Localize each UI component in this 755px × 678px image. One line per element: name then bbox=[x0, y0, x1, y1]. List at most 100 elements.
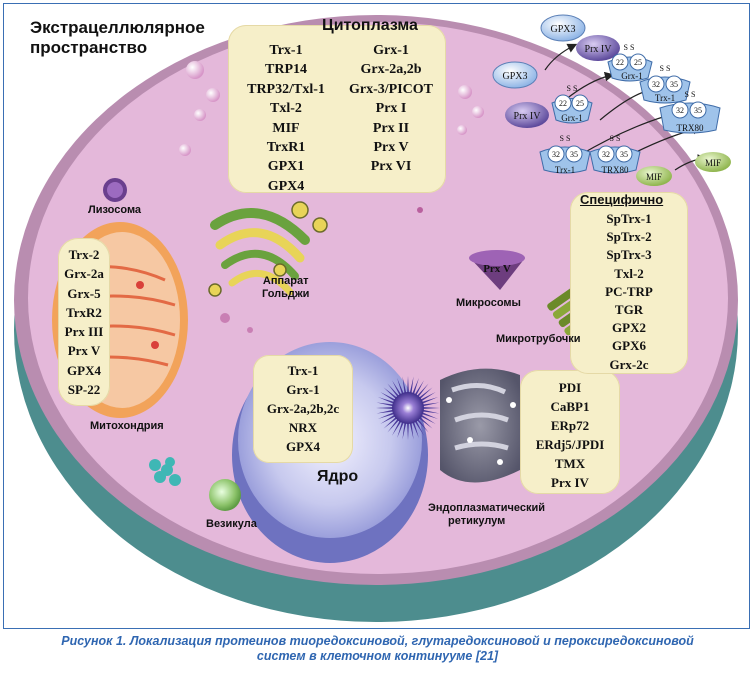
protein-item: Grx-2c bbox=[609, 356, 649, 372]
nucleolus-ray bbox=[419, 414, 436, 424]
mif-out-icon bbox=[695, 152, 731, 172]
nucleolus-ray bbox=[383, 387, 398, 400]
nucleolus-ray bbox=[411, 377, 419, 396]
nucleolus-ray bbox=[416, 418, 429, 433]
trx1-out-icon bbox=[639, 75, 691, 104]
nucleolus-ray bbox=[421, 402, 440, 407]
protein-item: Prx V bbox=[67, 343, 101, 359]
lysosome-label: Лизосома bbox=[88, 204, 142, 216]
trx80-out-label: TRX80 bbox=[677, 123, 705, 133]
er-panel bbox=[520, 370, 620, 494]
protein-item: GPX2 bbox=[612, 320, 646, 336]
nucleolus-ray bbox=[407, 421, 409, 440]
trx80-out-res-1: 32 bbox=[676, 106, 684, 115]
lysosome-organelle bbox=[103, 178, 127, 202]
golgi-organelle bbox=[208, 201, 328, 297]
trx80-in-ss: S S bbox=[610, 134, 621, 143]
golgi-line-1: Аппарат bbox=[262, 275, 309, 287]
nucleolus-ray bbox=[376, 407, 395, 409]
trx80-in-res-2: 35 bbox=[620, 150, 628, 159]
nucleolus-ray bbox=[421, 407, 440, 409]
trx80-in-icon bbox=[589, 145, 641, 174]
mitochondria-label: Митохондрия bbox=[90, 420, 164, 432]
trx1-in-label: Trx-1 bbox=[555, 165, 575, 175]
protein-item: TRP32/Txl-1 bbox=[247, 81, 325, 97]
protein-item: Trx-1 bbox=[269, 43, 303, 58]
microsome-protein-label: Prx V bbox=[483, 263, 511, 275]
grx1-in-label: Grx-1 bbox=[561, 113, 583, 123]
trx1-out-res-1: 32 bbox=[652, 80, 660, 89]
nucleolus-ray bbox=[420, 397, 439, 405]
prx4-out-icon bbox=[576, 35, 620, 61]
protein-item: Grx-2a,2b bbox=[360, 62, 422, 78]
grx1-out-label: Grx-1 bbox=[621, 71, 643, 81]
protein-item: Trx-1 bbox=[287, 363, 319, 378]
trx80-out-ss: S S bbox=[685, 90, 696, 99]
specific-panel bbox=[570, 192, 688, 374]
nucleolus-ray bbox=[418, 416, 433, 429]
nucleolus-ray bbox=[392, 419, 402, 436]
protein-item: ERp72 bbox=[550, 418, 590, 433]
secretion-group: GPX3 GPX3 Prx IV Prx IV 22 25 S S Grx-1 … bbox=[492, 14, 731, 186]
protein-item: PC-TRP bbox=[605, 283, 653, 299]
gpx3-out-icon bbox=[540, 14, 586, 42]
protein-item: ERdj5/JPDI bbox=[535, 437, 605, 452]
mitochondria-panel bbox=[58, 238, 110, 406]
protein-item: Grx-2a bbox=[64, 266, 104, 282]
trx80-out-res-2: 35 bbox=[694, 106, 702, 115]
nucleolus-ray bbox=[376, 402, 395, 407]
protein-item: Prx II bbox=[372, 120, 410, 136]
protein-item: Prx V bbox=[373, 140, 409, 156]
cytoplasm-title: Цитоплазма bbox=[322, 17, 418, 34]
nucleolus-ray bbox=[377, 411, 396, 419]
nucleolus-ray bbox=[420, 411, 439, 419]
protein-item: Prx IV bbox=[551, 475, 589, 490]
nucleolus-ray bbox=[383, 416, 398, 429]
protein-item: Grx-1 bbox=[286, 382, 320, 397]
trx80-in-label: TRX80 bbox=[602, 165, 630, 175]
specific-title: Специфично bbox=[580, 192, 664, 207]
protein-item: SP-22 bbox=[67, 382, 101, 398]
protein-item: SpTrx-2 bbox=[606, 229, 652, 245]
nucleolus-ray bbox=[409, 376, 414, 395]
vesicle-organelle bbox=[209, 479, 241, 511]
protein-item: Txl-2 bbox=[270, 101, 302, 117]
nucleolus-ray bbox=[407, 376, 409, 395]
nucleus-panel bbox=[253, 355, 353, 463]
protein-item: PDI bbox=[558, 380, 582, 395]
trx1-out-ss: S S bbox=[660, 64, 671, 73]
er-line-2: ретикулум bbox=[448, 515, 506, 527]
trx80-in-res-1: 32 bbox=[602, 150, 610, 159]
microtubules-label: Микротрубочки bbox=[496, 333, 581, 345]
gpx3-in-label: GPX3 bbox=[502, 71, 527, 82]
nucleolus-ray bbox=[380, 414, 397, 424]
cytoplasm-panel bbox=[228, 25, 446, 193]
protein-item: TrxR1 bbox=[266, 140, 306, 156]
protein-item: GPX1 bbox=[267, 159, 305, 175]
gpx3-in-icon bbox=[492, 61, 538, 89]
er-line-1: Эндоплазматический bbox=[428, 502, 546, 514]
mif-out-label: MIF bbox=[705, 158, 721, 168]
caption-line-1: Рисунок 1. Локализация протеинов тиоредо… bbox=[61, 634, 694, 648]
trx1-out-label: Trx-1 bbox=[655, 93, 675, 103]
er-organelle bbox=[440, 368, 520, 483]
trx1-in-res-2: 35 bbox=[570, 150, 578, 159]
nucleus-label: Ядро bbox=[317, 468, 359, 485]
nucleolus-ray bbox=[397, 377, 405, 396]
nucleolus-ray bbox=[402, 421, 407, 440]
nucleolus-ray bbox=[397, 420, 405, 439]
nucleolus-ray bbox=[380, 392, 397, 402]
golgi-label: Аппарат Гольджи bbox=[262, 275, 309, 301]
nucleolus-ray bbox=[419, 392, 436, 402]
gpx3-out-label: GPX3 bbox=[550, 24, 575, 35]
trx1-in-ss: S S bbox=[560, 134, 571, 143]
extracellular-line-2: пространство bbox=[30, 38, 148, 57]
golgi-line-2: Гольджи bbox=[262, 288, 310, 300]
grx1-in-res-1: 22 bbox=[559, 99, 567, 108]
protein-item: Grx-3/PICOT bbox=[349, 81, 433, 97]
extracellular-line-1: Экстрацеллюлярное bbox=[30, 18, 205, 37]
grx1-in-ss: S S bbox=[567, 84, 578, 93]
grx1-in-res-2: 25 bbox=[576, 99, 584, 108]
